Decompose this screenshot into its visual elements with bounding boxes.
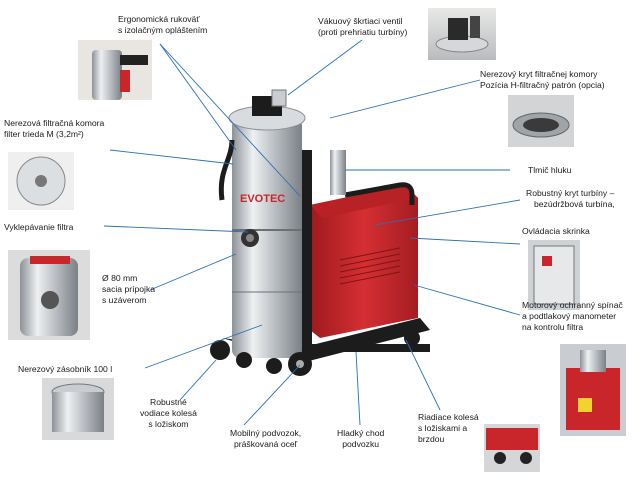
label-inlet-line-3: s uzáverom — [102, 295, 147, 305]
label-steer-wheels: Riadiace kolesá s ložiskami a brzdou — [418, 412, 479, 445]
label-handle-line-1: Ergonomická rukoväť — [118, 14, 200, 24]
photo-control — [528, 240, 580, 310]
label-muffler: Tlmič hluku — [528, 165, 571, 176]
photo-switch — [560, 344, 626, 436]
label-filter-chamber-line-2: filter trieda M (3,2m²) — [4, 129, 84, 139]
label-guide-wheels-line-2: vodiace kolesá — [140, 408, 197, 418]
label-cover-line-2: Pozícia H-filtračný patrón (opcia) — [480, 80, 605, 90]
label-filter-shake-line-1: Vyklepávanie filtra — [4, 222, 74, 232]
photo-inlet — [8, 250, 90, 340]
label-valve-line-2: (proti prehriatiu turbíny) — [318, 27, 408, 37]
label-steer-wheels-line-1: Riadiace kolesá — [418, 412, 479, 422]
label-motor-switch-line-1: Motorový ochranný spínač — [522, 300, 623, 310]
label-valve-line-1: Vákuový škrtiaci ventil — [318, 16, 403, 26]
label-guide-wheels: Robustné vodiace kolesá s ložiskom — [140, 397, 197, 430]
label-control-box-line-1: Ovládacia skrinka — [522, 226, 590, 236]
machine — [210, 89, 430, 376]
label-control-box: Ovládacia skrinka — [522, 226, 590, 237]
label-guide-wheels-line-1: Robustné — [150, 397, 187, 407]
label-guide-wheels-line-3: s ložiskom — [148, 419, 189, 429]
label-filter-chamber-line-1: Nerezová filtračná komora — [4, 118, 105, 128]
label-inlet: Ø 80 mm sacia prípojka s uzáverom — [102, 273, 155, 306]
label-motor-switch-line-2: a podtlakový manometer — [522, 311, 617, 321]
label-cover-line-1: Nerezový kryt filtračnej komory — [480, 69, 598, 79]
label-muffler-line-1: Tlmič hluku — [528, 165, 572, 175]
label-motor-switch: Motorový ochranný spínač a podtlakový ma… — [522, 300, 623, 333]
label-handle: Ergonomická rukoväť s izolačným oplášten… — [118, 14, 207, 36]
label-filter-shake: Vyklepávanie filtra — [4, 222, 73, 233]
label-container-line-1: Nerezový zásobník 100 l — [18, 364, 113, 374]
label-filter-chamber: Nerezová filtračná komora filter trieda … — [4, 118, 104, 140]
label-chassis-line-2: práškovaná oceľ — [234, 439, 298, 449]
photo-valve — [428, 8, 496, 60]
label-steer-wheels-line-2: s ložiskami a — [418, 423, 468, 433]
leader-lines — [103, 39, 521, 426]
label-motor-switch-line-3: na kontrolu filtra — [522, 322, 584, 332]
photo-cover — [508, 95, 574, 147]
brand-logo: EVOTEC — [240, 193, 285, 205]
label-smooth: Hladký chod podvozku — [337, 428, 384, 450]
photo-handle — [78, 40, 152, 100]
label-smooth-line-1: Hladký chod — [337, 428, 385, 438]
label-chassis: Mobilný podvozok, práškovaná oceľ — [230, 428, 301, 450]
label-container: Nerezový zásobník 100 l — [18, 364, 112, 375]
label-cover: Nerezový kryt filtračnej komory Pozícia … — [480, 69, 605, 91]
label-chassis-line-1: Mobilný podvozok, — [230, 428, 302, 438]
label-turbine-cover-line-2: bezúdržbová turbína, — [534, 199, 615, 209]
photo-wheels — [484, 424, 540, 472]
label-turbine-cover-line-1: Robustný kryt turbíny – — [526, 188, 615, 198]
photo-filter — [8, 152, 74, 210]
label-turbine-cover: Robustný kryt turbíny – bezúdržbová turb… — [526, 188, 615, 210]
label-steer-wheels-line-3: brzdou — [418, 434, 445, 444]
label-valve: Vákuový škrtiaci ventil (proti prehriati… — [318, 16, 407, 38]
label-handle-line-2: s izolačným opláštením — [118, 25, 208, 35]
label-smooth-line-2: podvozku — [342, 439, 380, 449]
label-inlet-line-2: sacia prípojka — [102, 284, 156, 294]
label-inlet-line-1: Ø 80 mm — [102, 273, 138, 283]
photo-container — [42, 378, 114, 440]
